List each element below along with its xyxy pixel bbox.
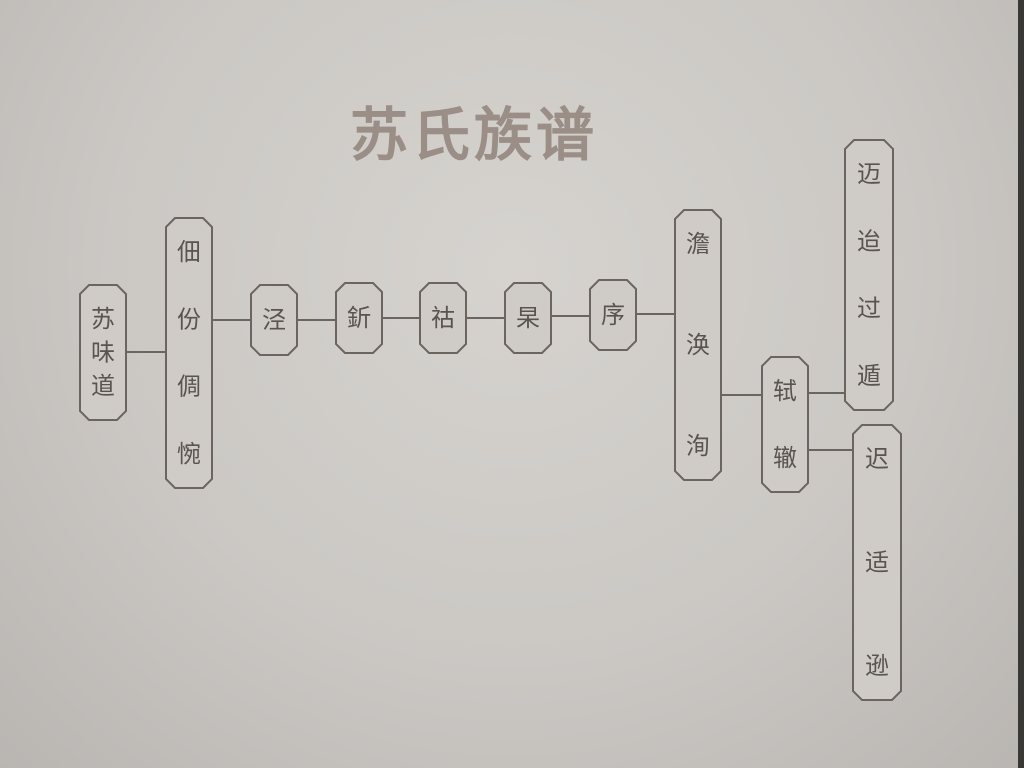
member-char: 迈: [857, 160, 881, 188]
member-char: 过: [857, 295, 881, 323]
member-node-n2: 泾: [250, 284, 298, 356]
tree-edges: [126, 313, 853, 451]
frame-edge: [1018, 0, 1024, 768]
member-char: 泾: [262, 306, 286, 334]
member-box: [844, 139, 894, 411]
member-char: 轼: [773, 377, 797, 405]
member-char: 逊: [865, 652, 889, 680]
member-node-n8: 轼辙: [761, 356, 809, 493]
member-box: [504, 282, 552, 354]
member-char: 苏: [91, 305, 115, 333]
member-node-n5: 杲: [504, 282, 552, 354]
member-box: [250, 284, 298, 356]
member-box: [674, 209, 722, 481]
member-box: [165, 217, 213, 489]
member-node-n6: 序: [589, 279, 637, 351]
member-node-n0: 苏味道: [79, 284, 127, 421]
member-char: 杲: [516, 304, 540, 332]
member-box: [589, 279, 637, 351]
member-char: 遁: [857, 362, 881, 390]
member-char: 辙: [773, 444, 797, 472]
member-char: 涣: [686, 331, 710, 359]
member-node-n3: 釿: [335, 282, 383, 354]
member-char: 祜: [431, 304, 455, 332]
member-box: [79, 284, 127, 421]
member-char: 序: [601, 301, 625, 329]
member-char: 倜: [177, 373, 201, 401]
member-char: 釿: [347, 304, 371, 332]
member-box: [335, 282, 383, 354]
member-box: [419, 282, 467, 354]
member-box: [761, 356, 809, 493]
member-char: 道: [91, 372, 115, 400]
member-char: 迟: [865, 445, 889, 473]
member-char: 份: [177, 305, 201, 333]
member-char: 迨: [857, 227, 881, 255]
member-node-n7: 澹涣洵: [674, 209, 722, 481]
member-char: 惋: [177, 440, 201, 468]
member-char: 洵: [686, 432, 710, 460]
member-char: 适: [865, 549, 889, 577]
member-char: 澹: [686, 230, 710, 258]
page-title: 苏氏族谱: [350, 101, 599, 169]
member-box: [852, 424, 902, 701]
tree-nodes: 苏味道佃份倜惋泾釿祜杲序澹涣洵轼辙迈迨过遁迟适逊: [79, 139, 902, 701]
member-char: 佃: [177, 238, 201, 266]
member-char: 味: [91, 339, 115, 367]
member-node-n4: 祜: [419, 282, 467, 354]
member-node-n10: 迟适逊: [852, 424, 902, 701]
